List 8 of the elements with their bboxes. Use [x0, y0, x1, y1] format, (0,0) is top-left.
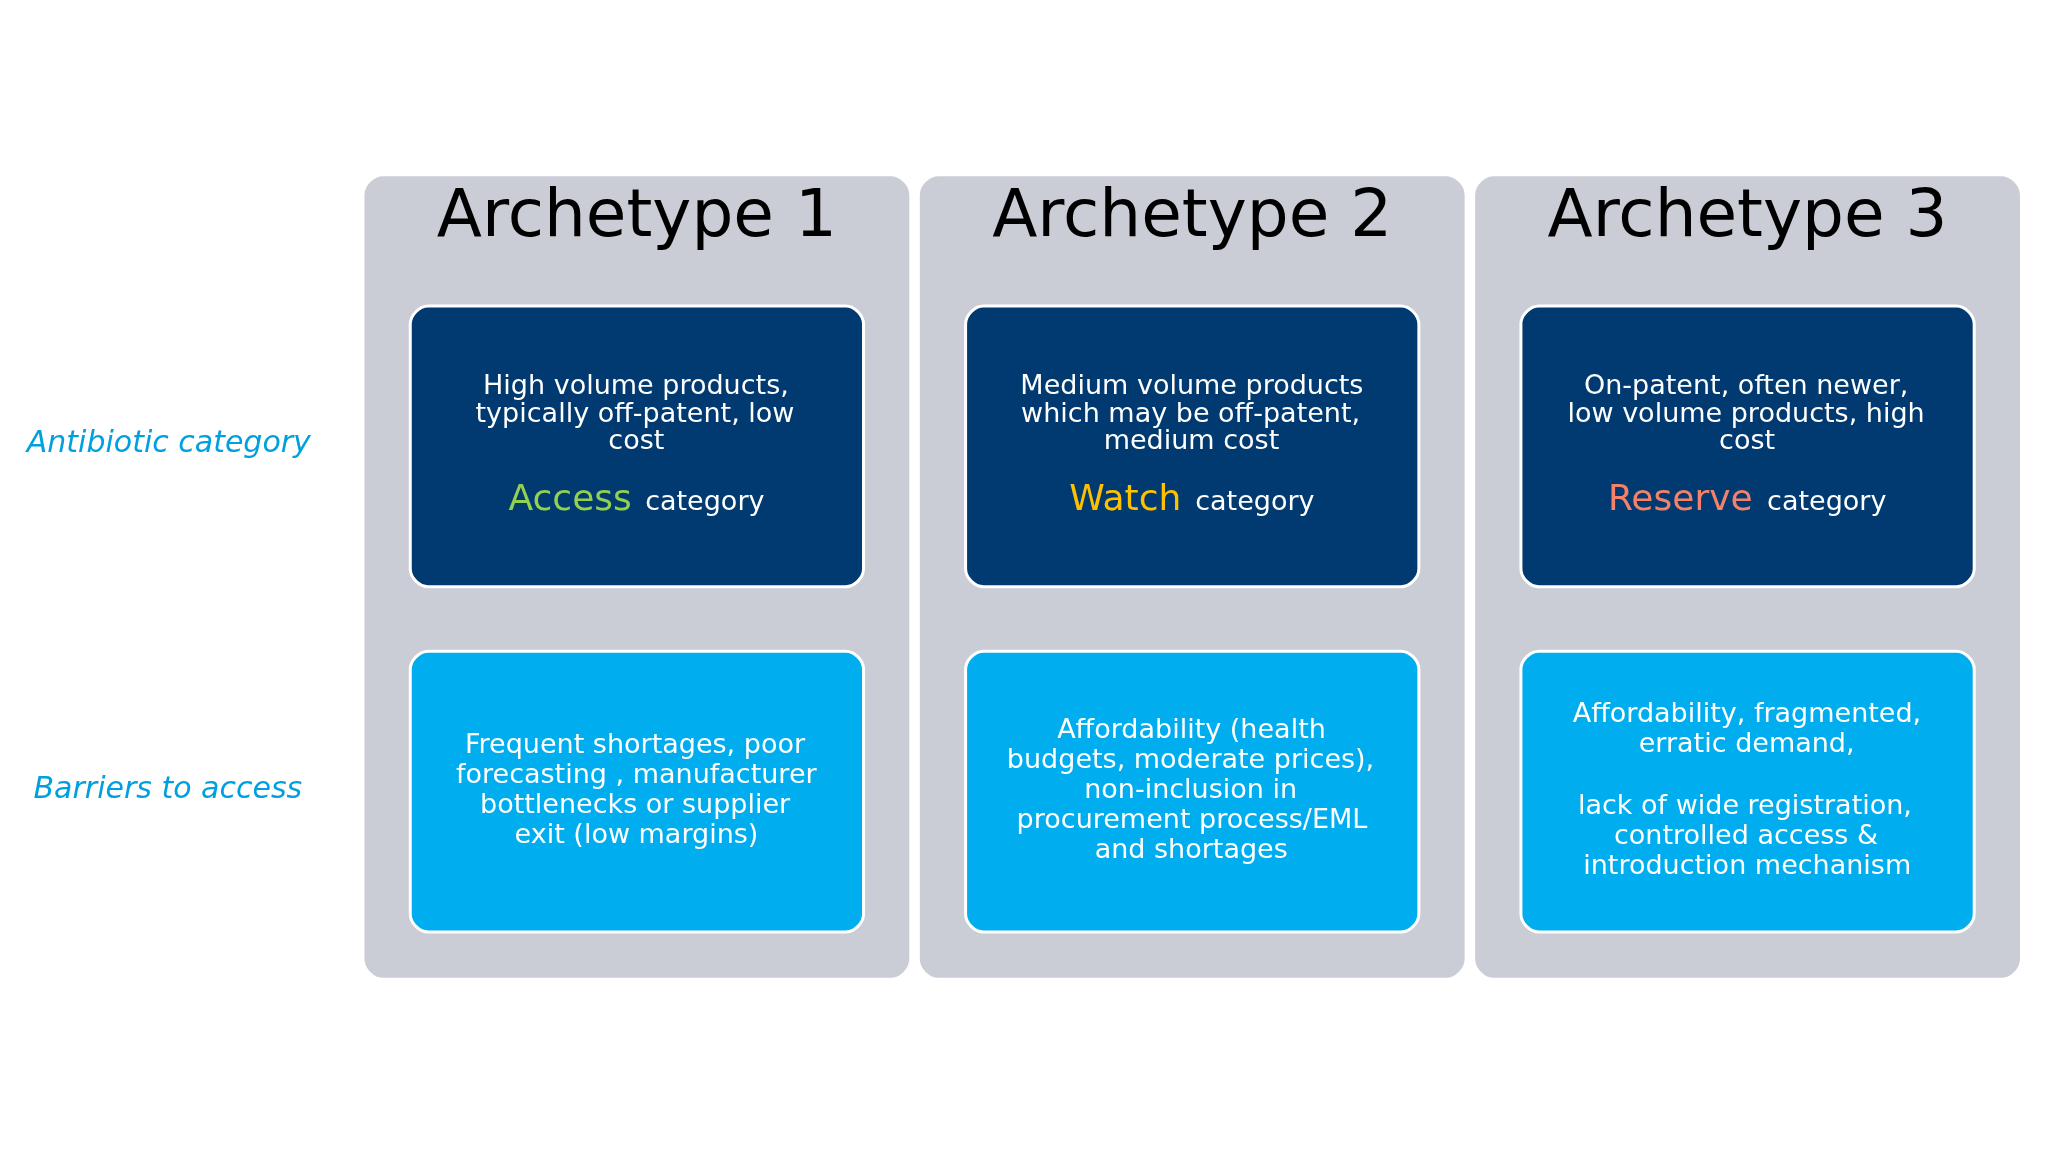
label: Barriers to access	[33, 769, 303, 805]
node-box: High volume products, typically off-patent, low cost Access category	[408, 304, 866, 588]
node-box: Affordability (health budgets, moderate prices), non-inclusion in procurement process/EML and shortages	[964, 649, 1421, 933]
node-box: On-patent, often newer, low volume products, high cost Reserve category	[1519, 304, 1976, 588]
node-box: Affordability, fragmented, erratic demand, lack of wide registration, controlled access & introduction mechanism	[1519, 649, 1976, 933]
node-box: Medium volume products which may be off-patent, medium cost Watch category	[964, 304, 1421, 588]
label: Antibiotic category	[26, 423, 311, 459]
node-box: Frequent shortages, poor forecasting , manufacturer bottlenecks or supplier exit (low margins)	[408, 649, 866, 933]
